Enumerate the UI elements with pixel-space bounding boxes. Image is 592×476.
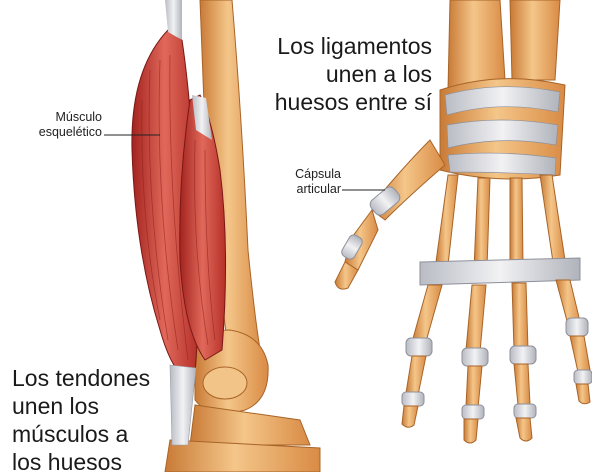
capsule-label-line-2: articular <box>279 182 341 197</box>
capsule-label-line-1: Cápsula <box>279 167 341 182</box>
tendons-line-3: músculos a <box>12 420 150 448</box>
muscle-label: Músculo esquelético <box>14 110 102 140</box>
tendons-line-2: unen los <box>12 392 150 420</box>
tendons-caption: Los tendones unen los músculos a los hue… <box>12 364 150 476</box>
capsule-label: Cápsula articular <box>279 167 341 197</box>
muscle-label-line-2: esquelético <box>14 125 102 140</box>
wrist-ligaments <box>445 87 560 175</box>
distal-phalanges <box>402 384 590 443</box>
elbow-bulb <box>203 367 247 399</box>
wrist-bones <box>448 0 505 90</box>
pip-capsules <box>406 318 588 366</box>
ligaments-line-2: unen a los <box>275 60 432 88</box>
ligaments-line-3: huesos entre sí <box>275 88 432 116</box>
ligaments-line-1: Los ligamentos <box>275 32 432 60</box>
proximal-phalanges <box>412 280 582 352</box>
metacarpal-bones <box>436 175 565 268</box>
tendons-line-1: Los tendones <box>12 364 150 392</box>
muscle-label-line-1: Músculo <box>14 110 102 125</box>
middle-phalanges <box>406 336 590 408</box>
dip-capsules <box>402 370 592 419</box>
ligaments-caption: Los ligamentos unen a los huesos entre s… <box>275 32 432 116</box>
forearm-bone <box>190 405 310 445</box>
wrist-bones-2 <box>510 0 560 80</box>
